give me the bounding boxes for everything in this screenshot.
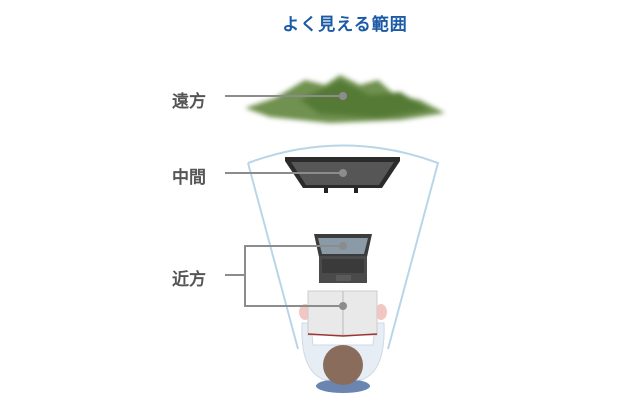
laptop-illustration — [314, 234, 372, 283]
leader-dots — [339, 92, 347, 310]
leader-lines — [225, 95, 343, 307]
diagram-title: よく見える範囲 — [282, 15, 408, 35]
person-illustration — [299, 304, 387, 393]
label-far: 遠方 — [172, 92, 206, 112]
book-illustration — [307, 290, 378, 337]
label-middle: 中間 — [172, 168, 206, 188]
label-near: 近方 — [172, 270, 206, 290]
view-range-outline — [247, 144, 440, 350]
